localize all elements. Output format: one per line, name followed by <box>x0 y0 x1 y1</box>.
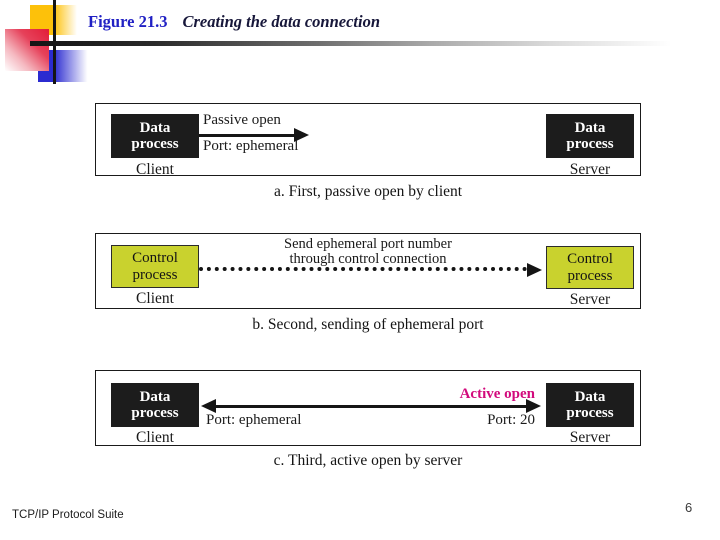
client-data-process-box: Data process <box>111 114 199 158</box>
deco-red-square <box>5 29 49 71</box>
client-control-process-box: Control process <box>111 245 199 288</box>
server-data-process-box: Data process <box>546 383 634 427</box>
panel-a: Data process Client Data process Server … <box>95 103 641 178</box>
server-data-process-box: Data process <box>546 114 634 158</box>
client-data-process-box: Data process <box>111 383 199 427</box>
client-port-label: Port: ephemeral <box>206 412 302 428</box>
ephemeral-port-label: Port: ephemeral <box>203 138 299 154</box>
passive-open-label: Passive open <box>203 112 281 128</box>
panel-a-caption: a. First, passive open by client <box>273 183 463 200</box>
passive-open-arrow-line <box>199 134 294 137</box>
arrow-head-right-icon <box>294 128 309 142</box>
panel-c-caption: c. Third, active open by server <box>273 452 463 469</box>
active-open-arrow-line <box>215 405 527 408</box>
deco-horizontal-rule <box>30 41 720 46</box>
arrow-head-right-icon <box>527 263 542 277</box>
figure-title: Creating the data connection <box>182 12 381 31</box>
client-label: Client <box>136 161 174 178</box>
server-label: Server <box>569 161 611 178</box>
control-connection-dotted-line <box>199 267 527 271</box>
panel-b: Control process Client Control process S… <box>95 233 641 309</box>
footer-title: TCP/IP Protocol Suite <box>12 509 124 521</box>
send-ephemeral-port-label: Send ephemeral port number through contr… <box>284 236 452 268</box>
server-label: Server <box>569 291 611 308</box>
client-label: Client <box>136 429 174 446</box>
panel-b-caption: b. Second, sending of ephemeral port <box>252 316 484 333</box>
arrow-head-right-icon <box>526 399 541 413</box>
server-port-label: Port: 20 <box>487 412 535 428</box>
active-open-label: Active open <box>459 386 535 402</box>
panel-c: Data process Client Data process Server … <box>95 370 641 446</box>
server-control-process-box: Control process <box>546 246 634 289</box>
client-label: Client <box>136 290 174 307</box>
slide-title: Figure 21.3 Creating the data connection <box>88 12 380 32</box>
server-label: Server <box>569 429 611 446</box>
page-number: 6 <box>685 500 693 515</box>
arrow-head-left-icon <box>201 399 216 413</box>
figure-label: Figure 21.3 <box>88 12 168 31</box>
